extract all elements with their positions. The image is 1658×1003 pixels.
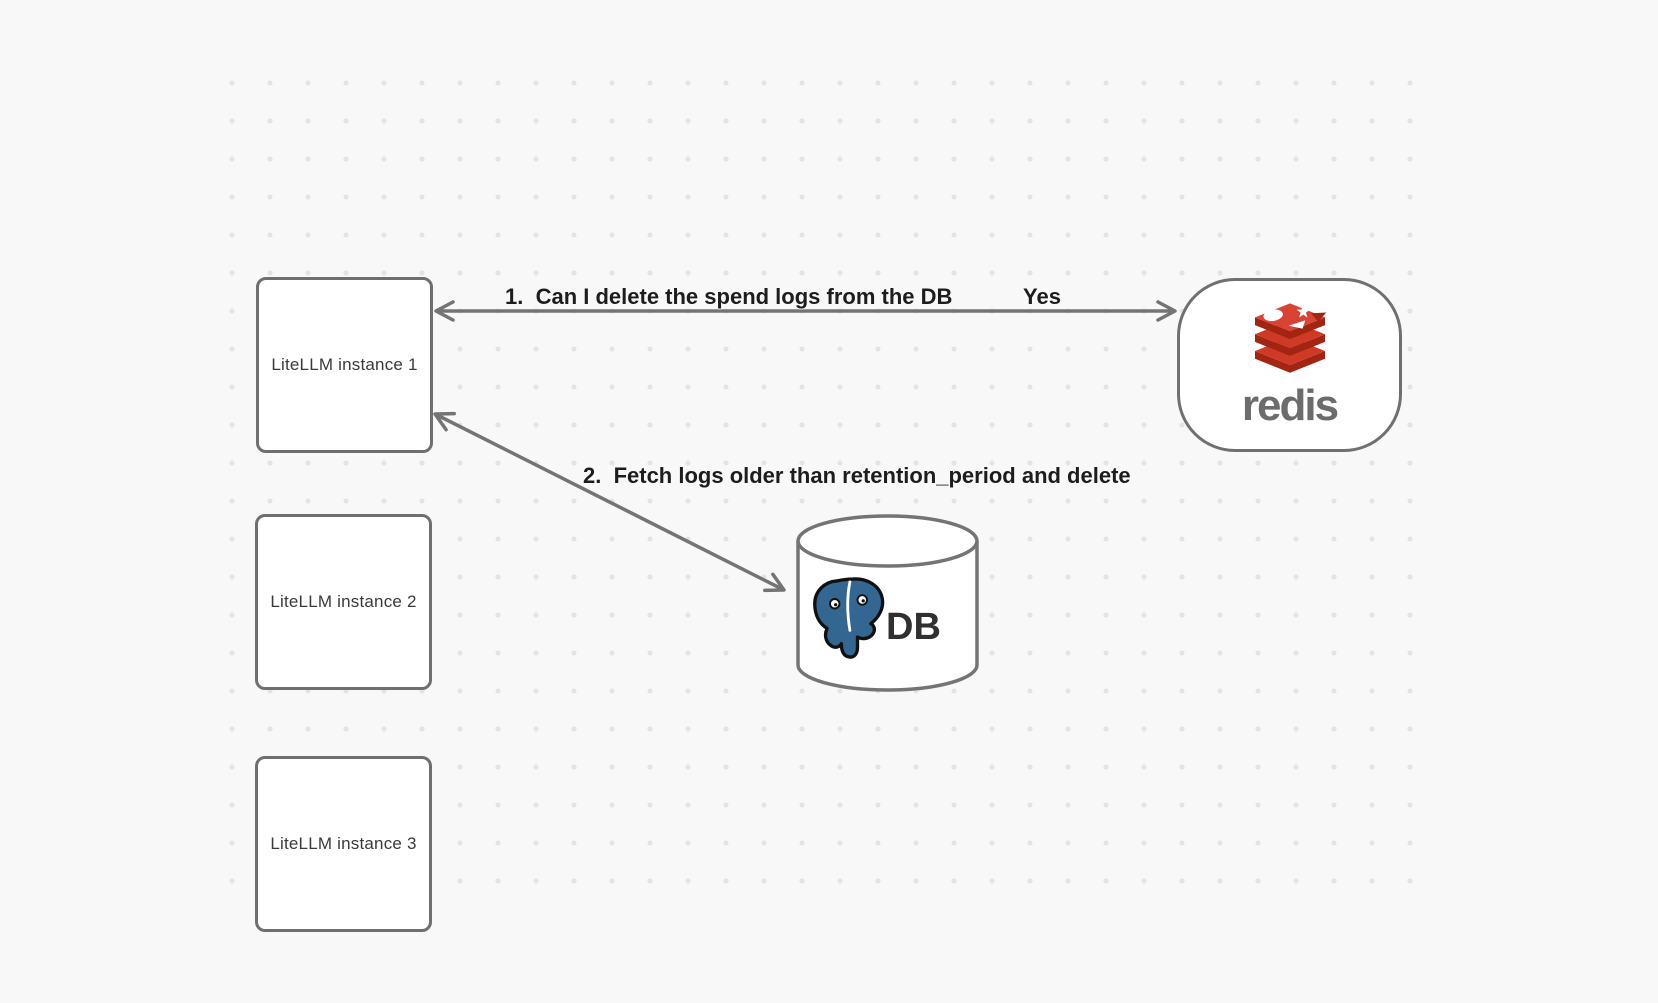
db-label: DB <box>886 606 941 648</box>
litellm-instance-1-node[interactable]: LiteLLM instance 1 <box>256 277 433 453</box>
redis-label: redis <box>1241 381 1339 430</box>
arrow1-response-label[interactable]: Yes <box>1023 284 1061 309</box>
litellm-instance-2-node[interactable]: LiteLLM instance 2 <box>255 514 432 690</box>
redis-logo-icon <box>1255 303 1327 373</box>
arrow2-label[interactable]: 2. Fetch logs older than retention_perio… <box>583 463 1131 488</box>
litellm-instance-1-label: LiteLLM instance 1 <box>271 355 418 374</box>
postgresql-logo-icon <box>813 577 885 659</box>
litellm-instance-3-label: LiteLLM instance 3 <box>270 834 417 853</box>
arrow-db-fetch[interactable] <box>433 411 786 593</box>
litellm-instance-3-node[interactable]: LiteLLM instance 3 <box>255 756 432 932</box>
litellm-instance-2-label: LiteLLM instance 2 <box>270 592 417 611</box>
database-node[interactable]: DB <box>793 511 982 695</box>
redis-node[interactable]: redis <box>1177 278 1402 452</box>
arrow1-label[interactable]: 1. Can I delete the spend logs from the … <box>505 284 953 309</box>
